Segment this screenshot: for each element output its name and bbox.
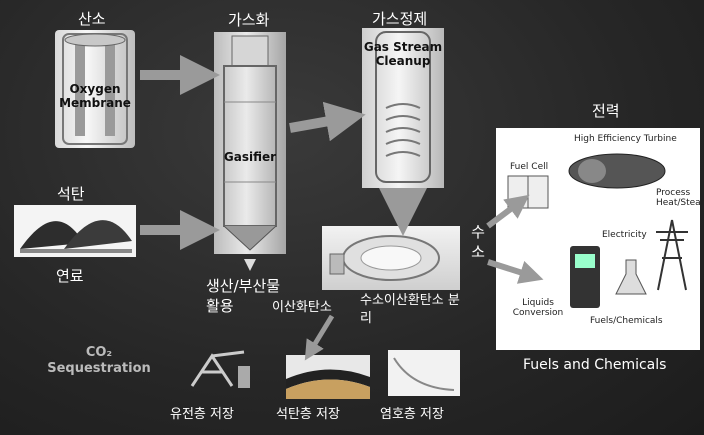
gasifier-label: 가스화 bbox=[228, 11, 270, 29]
fuels-chemicals-label: Fuels/Chemicals bbox=[590, 316, 663, 326]
oil-storage-label: 유전층 저장 bbox=[170, 407, 234, 422]
oxygen-membrane-image: Oxygen Membrane bbox=[55, 30, 135, 148]
separation-image bbox=[322, 226, 460, 290]
flask-icon bbox=[615, 259, 647, 295]
gasifier-vessel-icon bbox=[223, 35, 277, 251]
saline-storage-label: 염호층 저장 bbox=[380, 407, 444, 422]
coal-image bbox=[14, 205, 136, 257]
hydrogen-label: 수소 bbox=[471, 223, 485, 261]
turbine-icon bbox=[568, 153, 666, 189]
power-label: 전력 bbox=[592, 102, 620, 120]
separation-to-fuelcell-arrow bbox=[486, 194, 530, 229]
cleanup-image: Gas Stream Cleanup bbox=[362, 28, 444, 188]
fuel-cell-label: Fuel Cell bbox=[510, 162, 549, 172]
byproduct-label: 생산/부산물 활용 bbox=[206, 277, 281, 315]
gasifier-image: Gasifier bbox=[214, 32, 286, 254]
membrane-tube-icon bbox=[62, 33, 128, 145]
separation-to-liquids-arrow bbox=[487, 259, 544, 284]
oxygen-label: 산소 bbox=[78, 10, 106, 28]
separation-label: 수소이산환탄소 분리 bbox=[360, 293, 460, 326]
fuel-label: 연료 bbox=[56, 267, 84, 285]
gasifier-text: Gasifier bbox=[223, 150, 277, 164]
cleanup-column-icon bbox=[375, 31, 431, 183]
electricity-label: Electricity bbox=[602, 230, 647, 240]
coal-seam-storage-icon bbox=[286, 355, 370, 399]
coal-seam-icon bbox=[20, 220, 132, 253]
saline-storage-icon bbox=[388, 350, 460, 396]
separation-to-storage-arrow bbox=[304, 314, 335, 361]
fuels-caption: Fuels and Chemicals bbox=[523, 357, 667, 373]
turbine-label: High Efficiency Turbine bbox=[574, 134, 677, 144]
separation-unit-icon bbox=[329, 235, 440, 281]
liquids-label: Liquids Conversion bbox=[512, 298, 564, 318]
power-tower-icon bbox=[656, 219, 688, 291]
co2-output-label: 이산화탄소 bbox=[272, 300, 332, 315]
ash-outlet-icon bbox=[242, 256, 258, 271]
oxygen-membrane-text: Oxygen Membrane bbox=[59, 82, 131, 110]
sequestration-title: CO₂ Sequestration bbox=[47, 345, 151, 376]
coal-seam-storage-label: 석탄층 저장 bbox=[276, 407, 340, 422]
oil-pump-icon bbox=[190, 350, 250, 388]
gasifier-to-cleanup-arrow bbox=[289, 101, 366, 142]
cleanup-text: Gas Stream Cleanup bbox=[363, 40, 443, 68]
power-panel: High Efficiency Turbine Fuel Cell Proces… bbox=[496, 128, 704, 350]
fuel-pump-icon bbox=[570, 246, 600, 308]
cleanup-label: 가스정제 bbox=[372, 10, 428, 28]
coal-label: 석탄 bbox=[57, 185, 85, 203]
process-heat-label: Process Heat/Steam bbox=[656, 188, 704, 208]
